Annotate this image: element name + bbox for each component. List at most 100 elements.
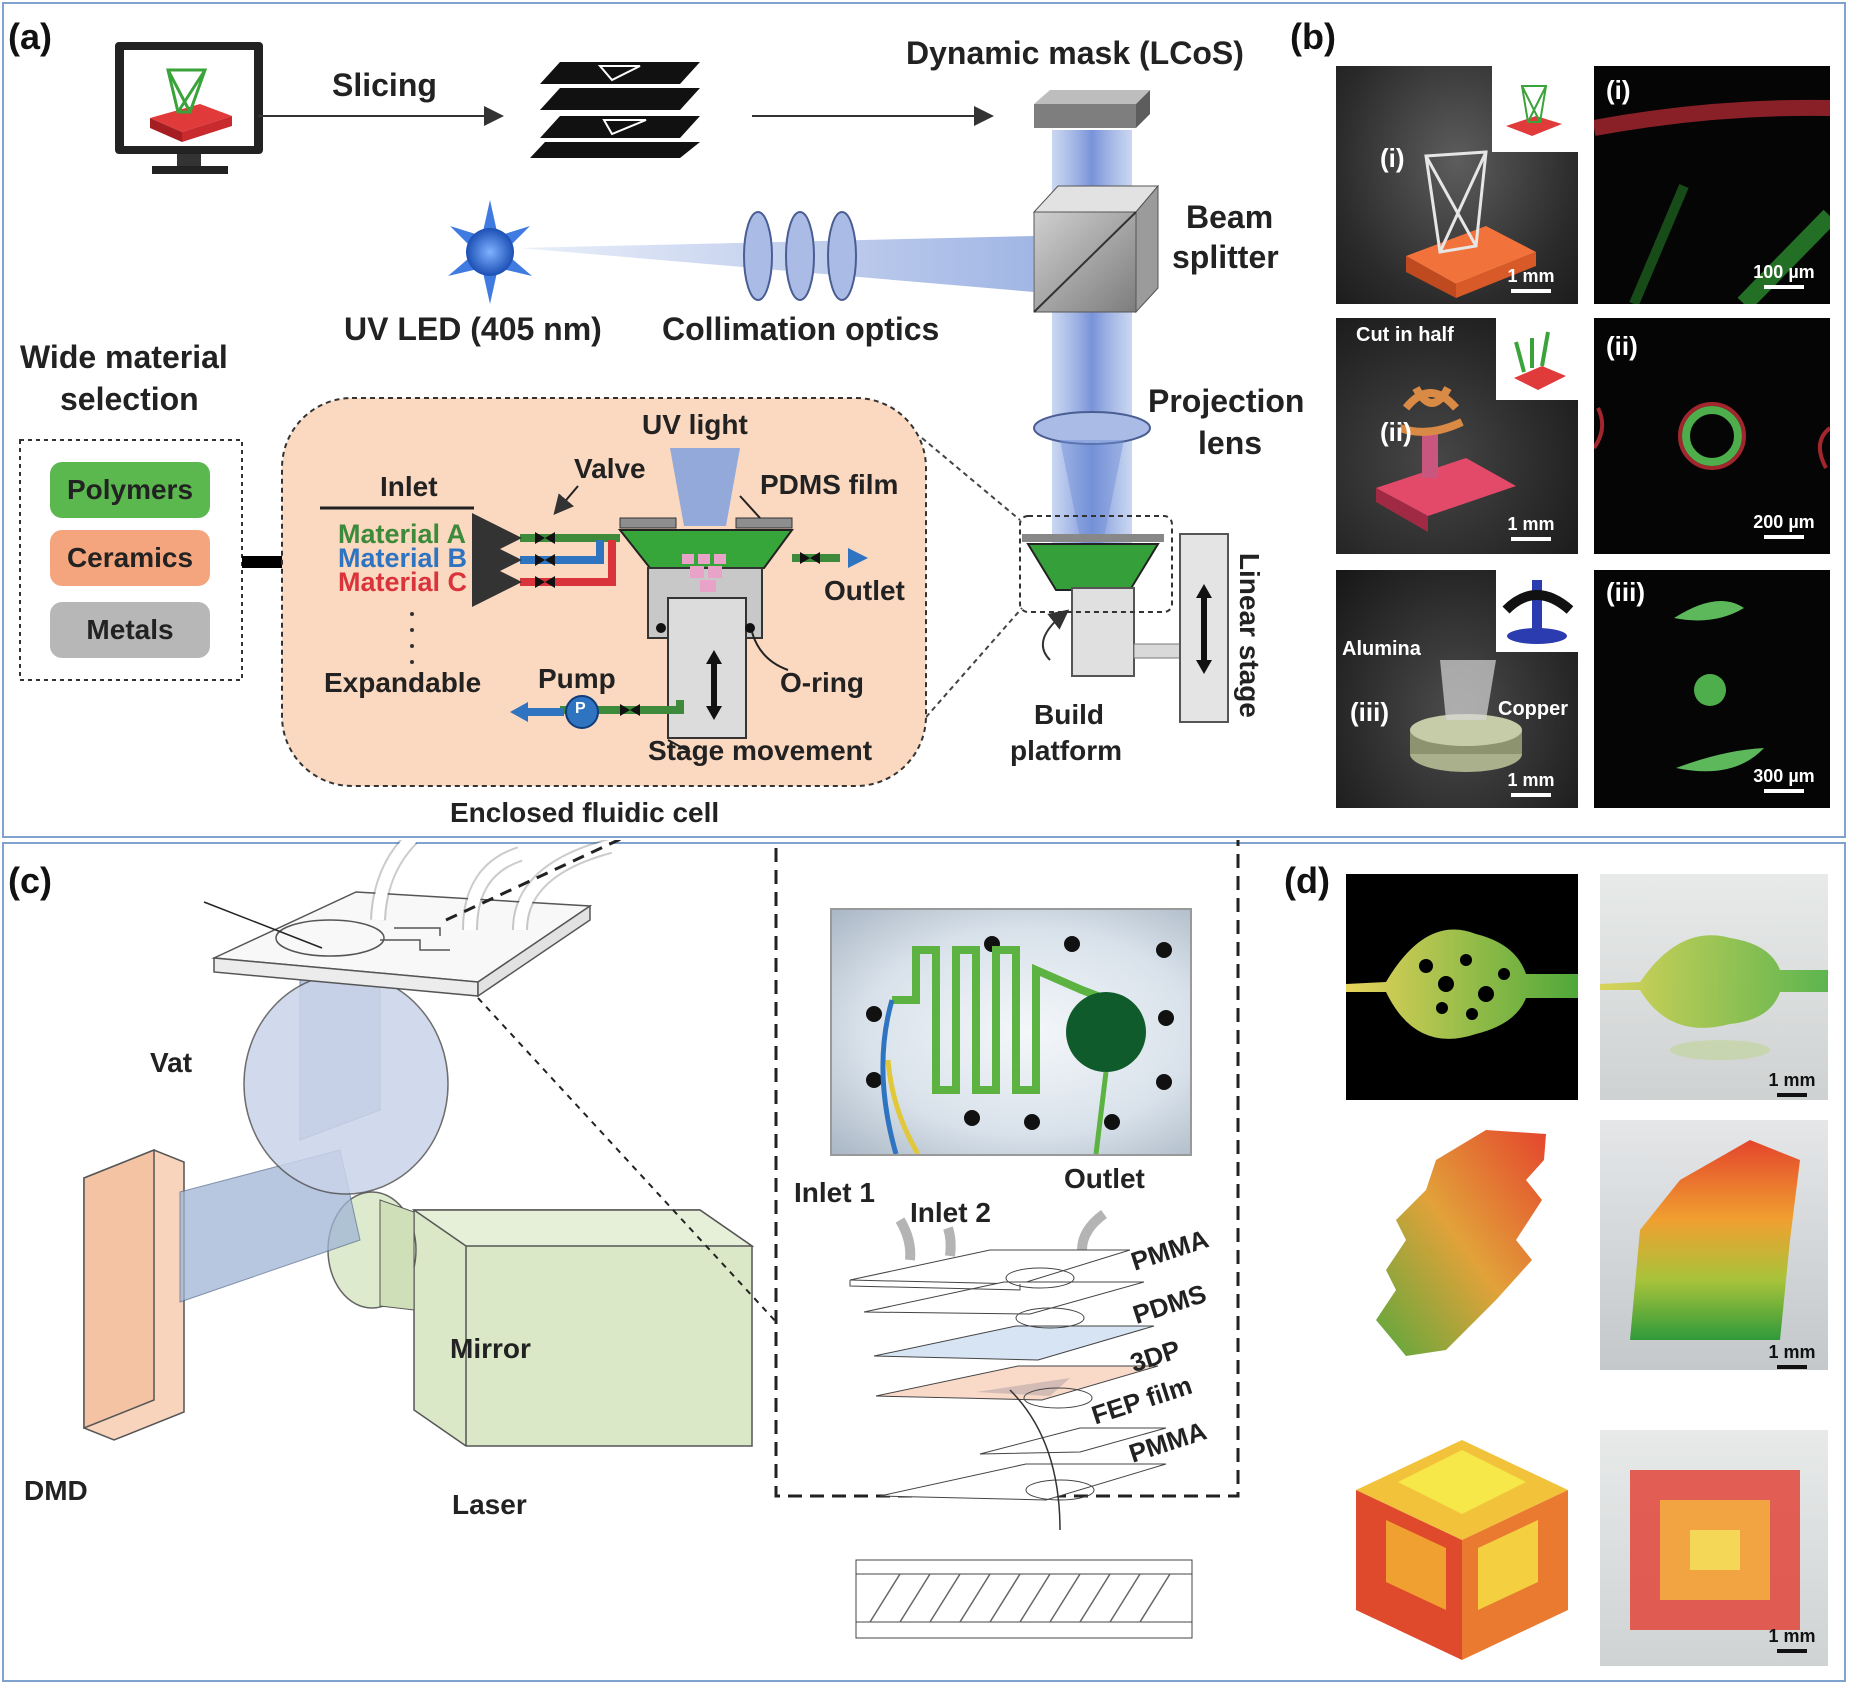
projection-label-1: Projection <box>1148 383 1305 419</box>
beam-splitter-label-1: Beam <box>1186 199 1274 235</box>
panel-a-schematic <box>19 42 1229 787</box>
d-scale-3-text: 1 mm <box>1768 1626 1816 1646</box>
d-leaf-print: 1 mm <box>1600 1120 1828 1370</box>
d-scale-1: 1 mm <box>1762 1070 1822 1097</box>
photo-b-iii-roman: (iii) <box>1350 697 1389 727</box>
dynamic-mask-label: Dynamic mask (LCoS) <box>906 35 1244 71</box>
collimation-label: Collimation optics <box>662 311 940 347</box>
uv-led-icon <box>448 200 532 304</box>
expandable-label: Expandable <box>324 667 482 698</box>
photo-b-i-scale: 1 mm <box>1496 266 1566 293</box>
monitor-icon <box>115 42 263 174</box>
inlet-label: Inlet <box>380 471 438 502</box>
collimation-lenses <box>743 211 857 301</box>
wide-material-label-1: Wide material <box>20 339 228 375</box>
fluor-b-i-roman: (i) <box>1606 75 1631 105</box>
panel-label-b: (b) <box>1290 16 1336 57</box>
photo-b-iii-scale: 1 mm <box>1496 770 1566 797</box>
outlet-label-c: Outlet <box>1064 1163 1145 1194</box>
wide-material-label-2: selection <box>60 381 199 417</box>
photo-b-iii-scale-text: 1 mm <box>1507 770 1555 790</box>
fluor-b-iii-roman: (iii) <box>1606 577 1645 607</box>
photo-b-ii-roman: (ii) <box>1380 417 1412 447</box>
chip-channel <box>866 936 1174 1154</box>
photo-b-iii-copper: Copper <box>1498 698 1568 720</box>
d-cube-shape <box>1356 1440 1568 1660</box>
d-vascular-print: 1 mm <box>1600 874 1828 1100</box>
slices-icon <box>530 62 700 158</box>
panel-cd-frame <box>2 842 1846 1682</box>
d-leaf-print-shape <box>1630 1140 1800 1340</box>
panel-c-schematic <box>83 840 1240 1498</box>
photo-b-ii: Cut in half (ii) 1 mm <box>1336 318 1578 554</box>
photo-b-ii-object <box>1376 318 1578 532</box>
pdms-film-label: PDMS film <box>760 469 899 500</box>
fluor-b-ii-scale: 200 µm <box>1744 512 1824 539</box>
photo-b-ii-note: Cut in half <box>1356 324 1454 346</box>
fluor-b-ii-roman: (ii) <box>1606 331 1638 361</box>
photo-b-i-roman: (i) <box>1380 143 1405 173</box>
stage-movement-label: Stage movement <box>648 735 873 766</box>
material-c-label: Material C <box>338 567 468 597</box>
panel-ab-frame <box>2 2 1846 838</box>
d-vascular-render <box>1346 874 1578 1100</box>
photo-b-i-object <box>1406 66 1578 298</box>
uv-light-label: UV light <box>642 409 748 440</box>
vat-label: Vat <box>150 1047 193 1078</box>
inlet2-label: Inlet 2 <box>910 1197 991 1228</box>
d-scale-3: 1 mm <box>1762 1626 1822 1653</box>
enclosed-cell-label: Enclosed fluidic cell <box>450 797 720 828</box>
fluor-b-iii-scale-text: 300 µm <box>1753 766 1815 786</box>
photo-b-iii: Alumina Copper (iii) 1 mm <box>1336 570 1578 808</box>
fluor-b-iii: (iii) 300 µm <box>1594 570 1830 808</box>
d-scale-1-text: 1 mm <box>1768 1070 1816 1090</box>
o-ring-label: O-ring <box>780 667 864 698</box>
build-platform-label-2: platform <box>1010 735 1122 766</box>
d-leaf-render <box>1346 1120 1578 1370</box>
fluor-b-iii-scale: 300 µm <box>1744 766 1824 793</box>
material-metals: Metals <box>50 602 210 658</box>
microfluidic-chip-photo <box>830 908 1192 1156</box>
pump-symbol: P <box>575 700 586 717</box>
panel-label-a: (a) <box>8 16 52 57</box>
fluor-b-i-scale: 100 µm <box>1744 262 1824 289</box>
beam-splitter-label-2: splitter <box>1172 239 1279 275</box>
slicing-label: Slicing <box>332 67 437 103</box>
panel-label-c: (c) <box>8 860 52 901</box>
material-a-label: Material A <box>338 519 467 549</box>
pump-label: Pump <box>538 663 616 694</box>
photo-b-iii-alumina: Alumina <box>1342 638 1421 660</box>
photo-b-ii-scale: 1 mm <box>1496 514 1566 541</box>
fluor-b-iii-signal <box>1674 600 1764 772</box>
panel-label-d: (d) <box>1284 860 1330 901</box>
fluor-b-ii: (ii) 200 µm <box>1594 318 1830 554</box>
d-scale-2-text: 1 mm <box>1768 1342 1816 1362</box>
linear-stage-label: Linear stage <box>1233 552 1265 718</box>
d-leaf-shape <box>1376 1130 1546 1356</box>
d-cube-print: 1 mm <box>1600 1430 1828 1666</box>
build-platform-label-1: Build <box>1034 699 1104 730</box>
material-b-label: Material B <box>338 543 468 573</box>
inlet1-label: Inlet 1 <box>794 1177 875 1208</box>
laser-label: Laser <box>452 1489 527 1520</box>
d-vascular-shape <box>1346 929 1578 1039</box>
exploded-layers <box>849 1209 1193 1639</box>
photo-b-iii-object <box>1410 570 1578 772</box>
material-polymers: Polymers <box>50 462 210 518</box>
photo-b-i-scale-text: 1 mm <box>1507 266 1555 286</box>
photo-b-i: (i) 1 mm <box>1336 66 1578 304</box>
d-vascular-print-shape <box>1600 935 1828 1060</box>
dmd-label: DMD <box>24 1475 88 1506</box>
projection-label-2: lens <box>1198 425 1263 461</box>
uv-led-label: UV LED (405 nm) <box>344 311 602 347</box>
fluor-b-i-scale-text: 100 µm <box>1753 262 1815 282</box>
mirror-label: Mirror <box>450 1333 531 1364</box>
fluor-b-ii-signal <box>1594 402 1830 470</box>
material-ceramics: Ceramics <box>50 530 210 586</box>
d-cube-render <box>1346 1430 1578 1666</box>
valve-label: Valve <box>574 453 646 484</box>
d-scale-2: 1 mm <box>1762 1342 1822 1369</box>
outlet-label: Outlet <box>824 575 905 606</box>
d-cube-print-shape <box>1630 1470 1800 1630</box>
fluor-b-i: (i) 100 µm <box>1594 66 1830 304</box>
